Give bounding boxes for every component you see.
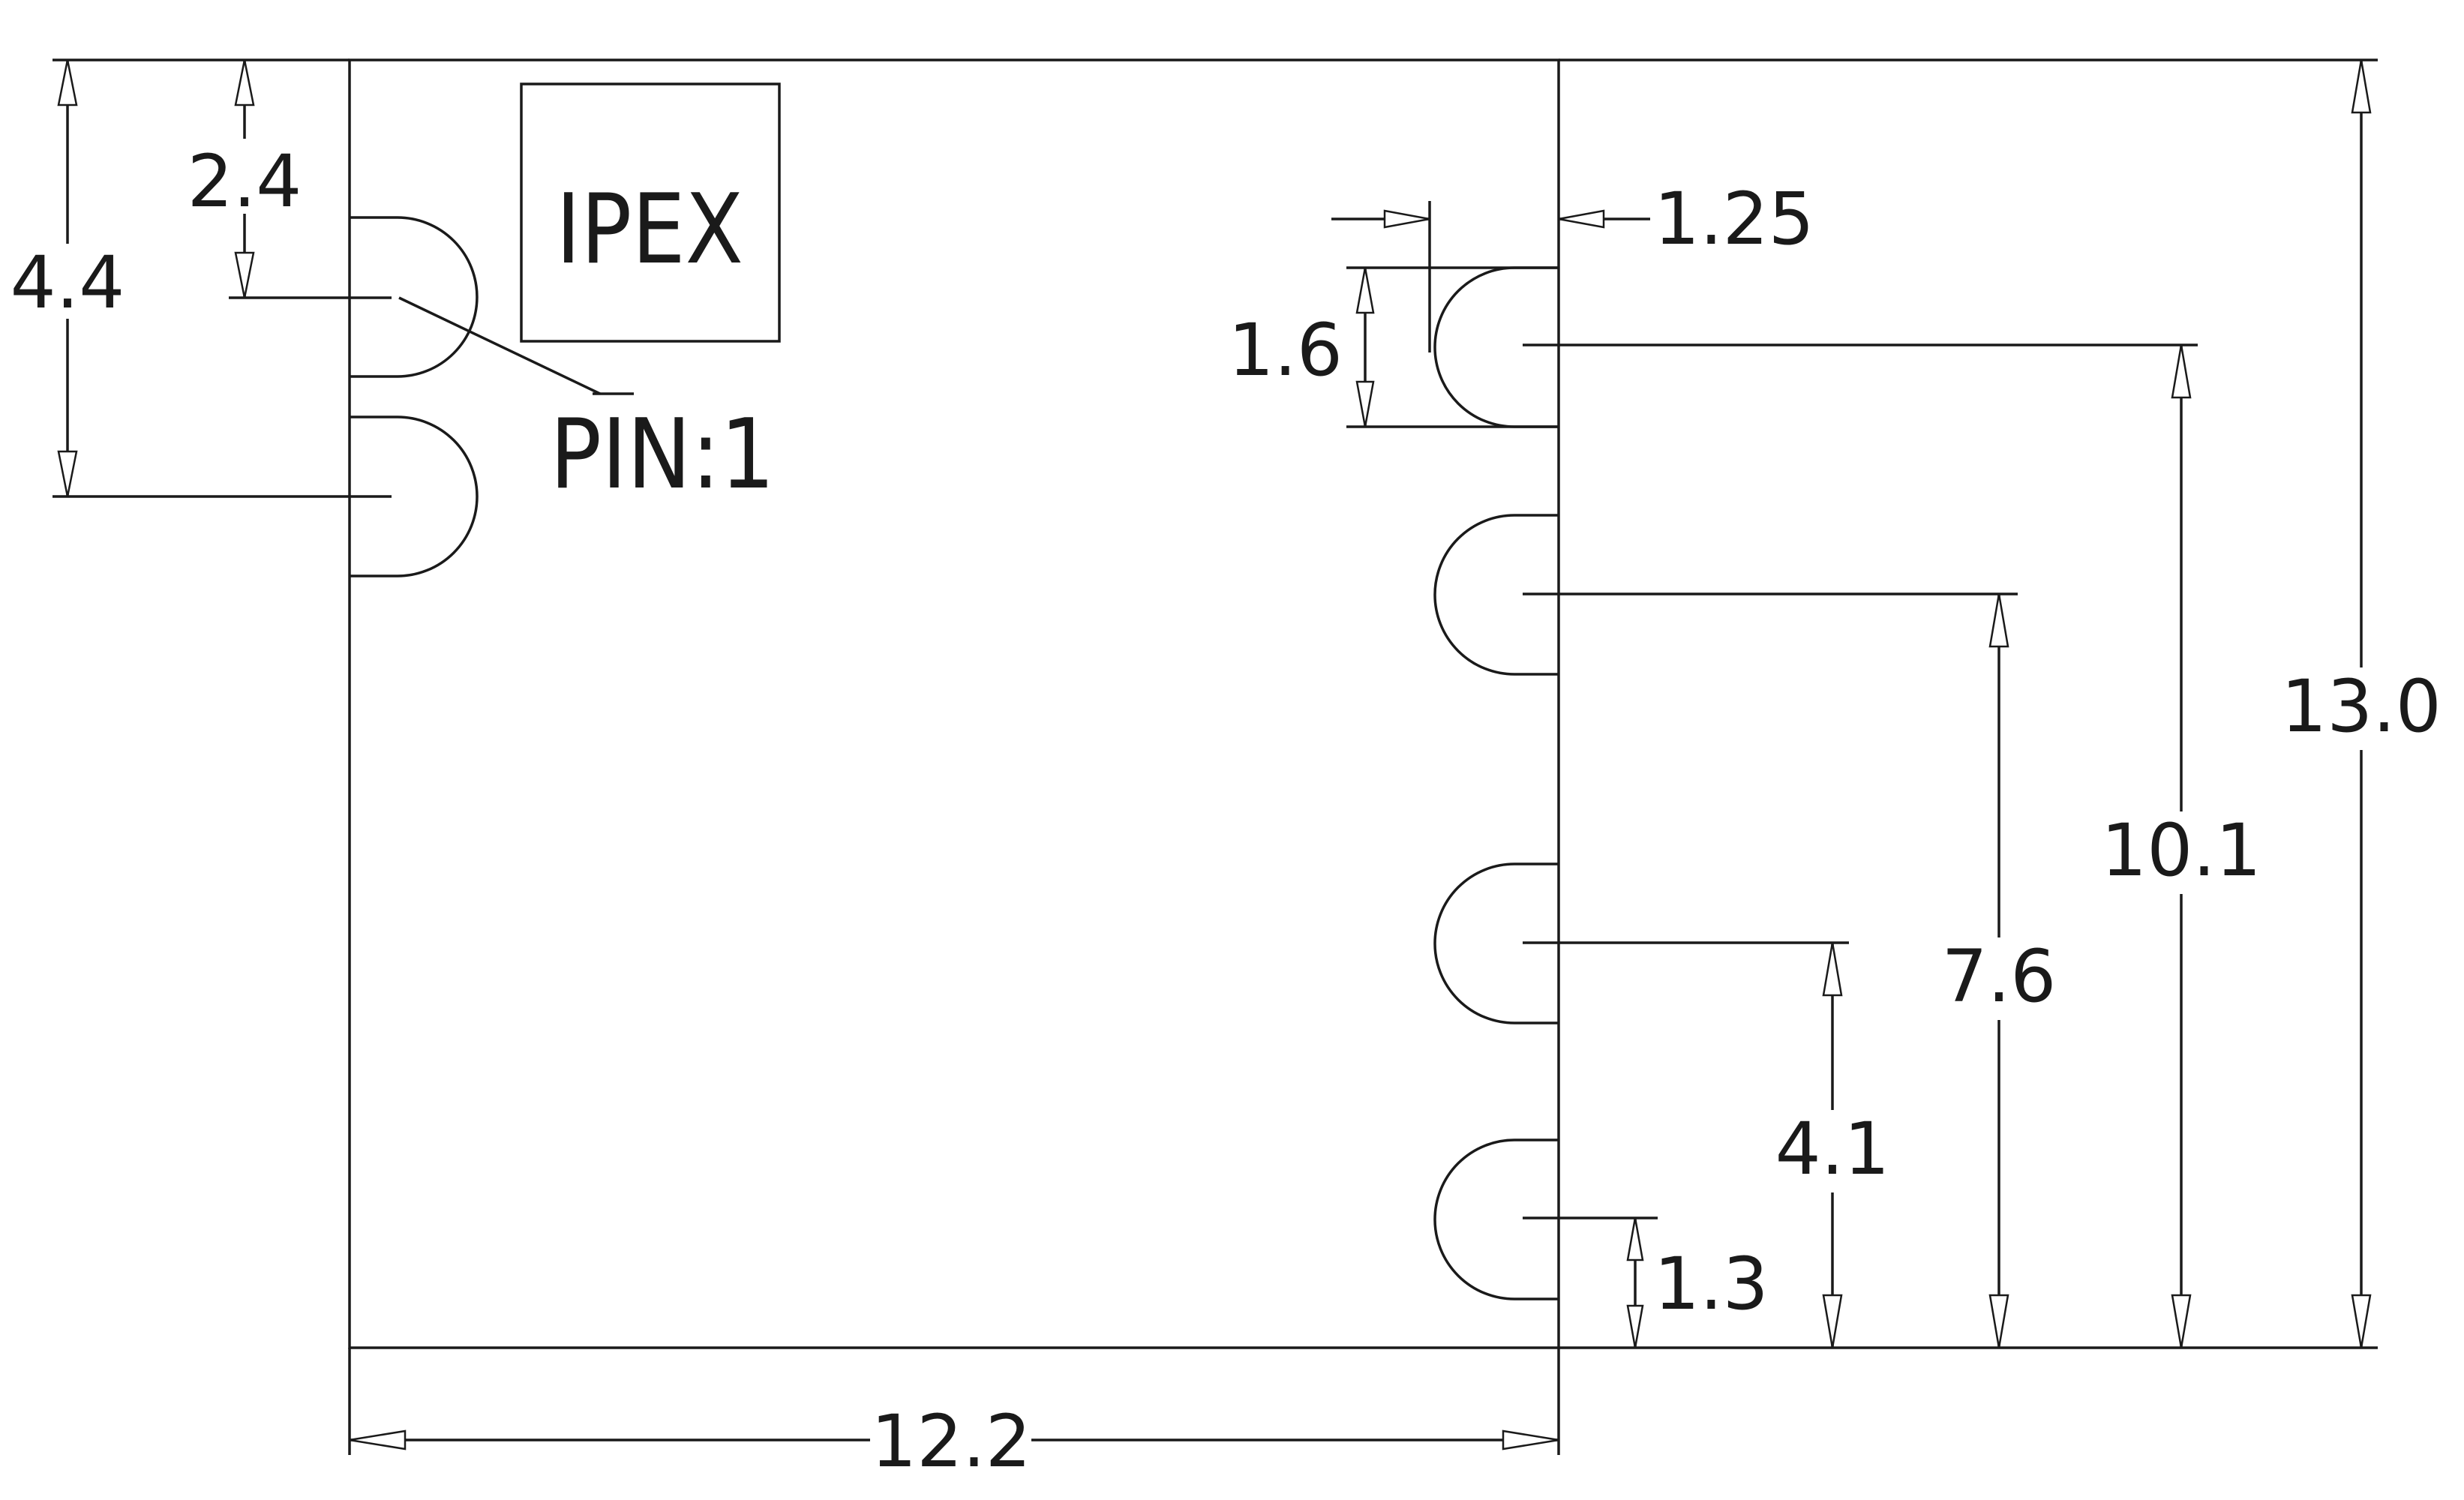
left-pad-1 (350, 216, 479, 378)
dim-4-4-arrow-top (57, 59, 78, 106)
dim-10-1-label: 10.1 (2101, 808, 2261, 892)
dim-10-1-arrow-top (2171, 344, 2192, 399)
dim-2-4-label: 2.4 (188, 140, 302, 224)
right-pad-2 (1433, 514, 1559, 676)
dim-1-25-label: 1.25 (1654, 177, 1814, 261)
dim-1-6-arrow-bottom (1355, 380, 1375, 428)
ipex-label: IPEX (556, 174, 743, 286)
dim-1-25-arrow-left (1383, 209, 1430, 229)
board-outline (348, 58, 1560, 1349)
dim-1-25-arrow-right (1558, 209, 1605, 229)
dim-1-3-label: 1.3 (1654, 1242, 1769, 1326)
pin1-leader (398, 296, 601, 395)
dim-7-6-arrow-top (1988, 593, 2009, 648)
right-pad-1 (1433, 266, 1559, 428)
dim-2-4-arrow-top (234, 59, 255, 106)
dim-4-1-label: 4.1 (1775, 1107, 1890, 1191)
dim-12-2-arrow-right (1502, 1430, 1559, 1450)
dim-7-6-label: 7.6 (1942, 934, 2057, 1018)
right-pad-3 (1433, 862, 1559, 1024)
dim-4-4-arrow-bottom (57, 450, 78, 497)
dim-12-2-arrow-left (349, 1430, 407, 1450)
dim-4-4-label: 4.4 (11, 241, 125, 325)
dim-1-3-arrow-top (1626, 1217, 1644, 1262)
dim-4-1-arrow-bottom (1822, 1294, 1843, 1348)
right-pad-4 (1433, 1138, 1559, 1300)
dim-7-6-arrow-bottom (1988, 1294, 2009, 1348)
dim-13-0-arrow-top (2351, 59, 2372, 114)
dim-1-6-arrow-top (1355, 267, 1375, 314)
dim-2-4-arrow-bottom (234, 251, 255, 298)
dim-13-0-arrow-bottom (2351, 1294, 2372, 1348)
dim-12-2-label: 12.2 (871, 1400, 1031, 1484)
dim-4-1-arrow-top (1822, 942, 1843, 997)
dim-10-1-arrow-bottom (2171, 1294, 2192, 1348)
dim-1-3-arrow-bottom (1626, 1304, 1644, 1348)
dim-1-6-label: 1.6 (1228, 308, 1343, 392)
left-pad-2 (350, 416, 479, 578)
ipex-box (520, 82, 781, 343)
dim-13-0-label: 13.0 (2281, 664, 2441, 748)
pin1-label: PIN:1 (550, 399, 775, 511)
